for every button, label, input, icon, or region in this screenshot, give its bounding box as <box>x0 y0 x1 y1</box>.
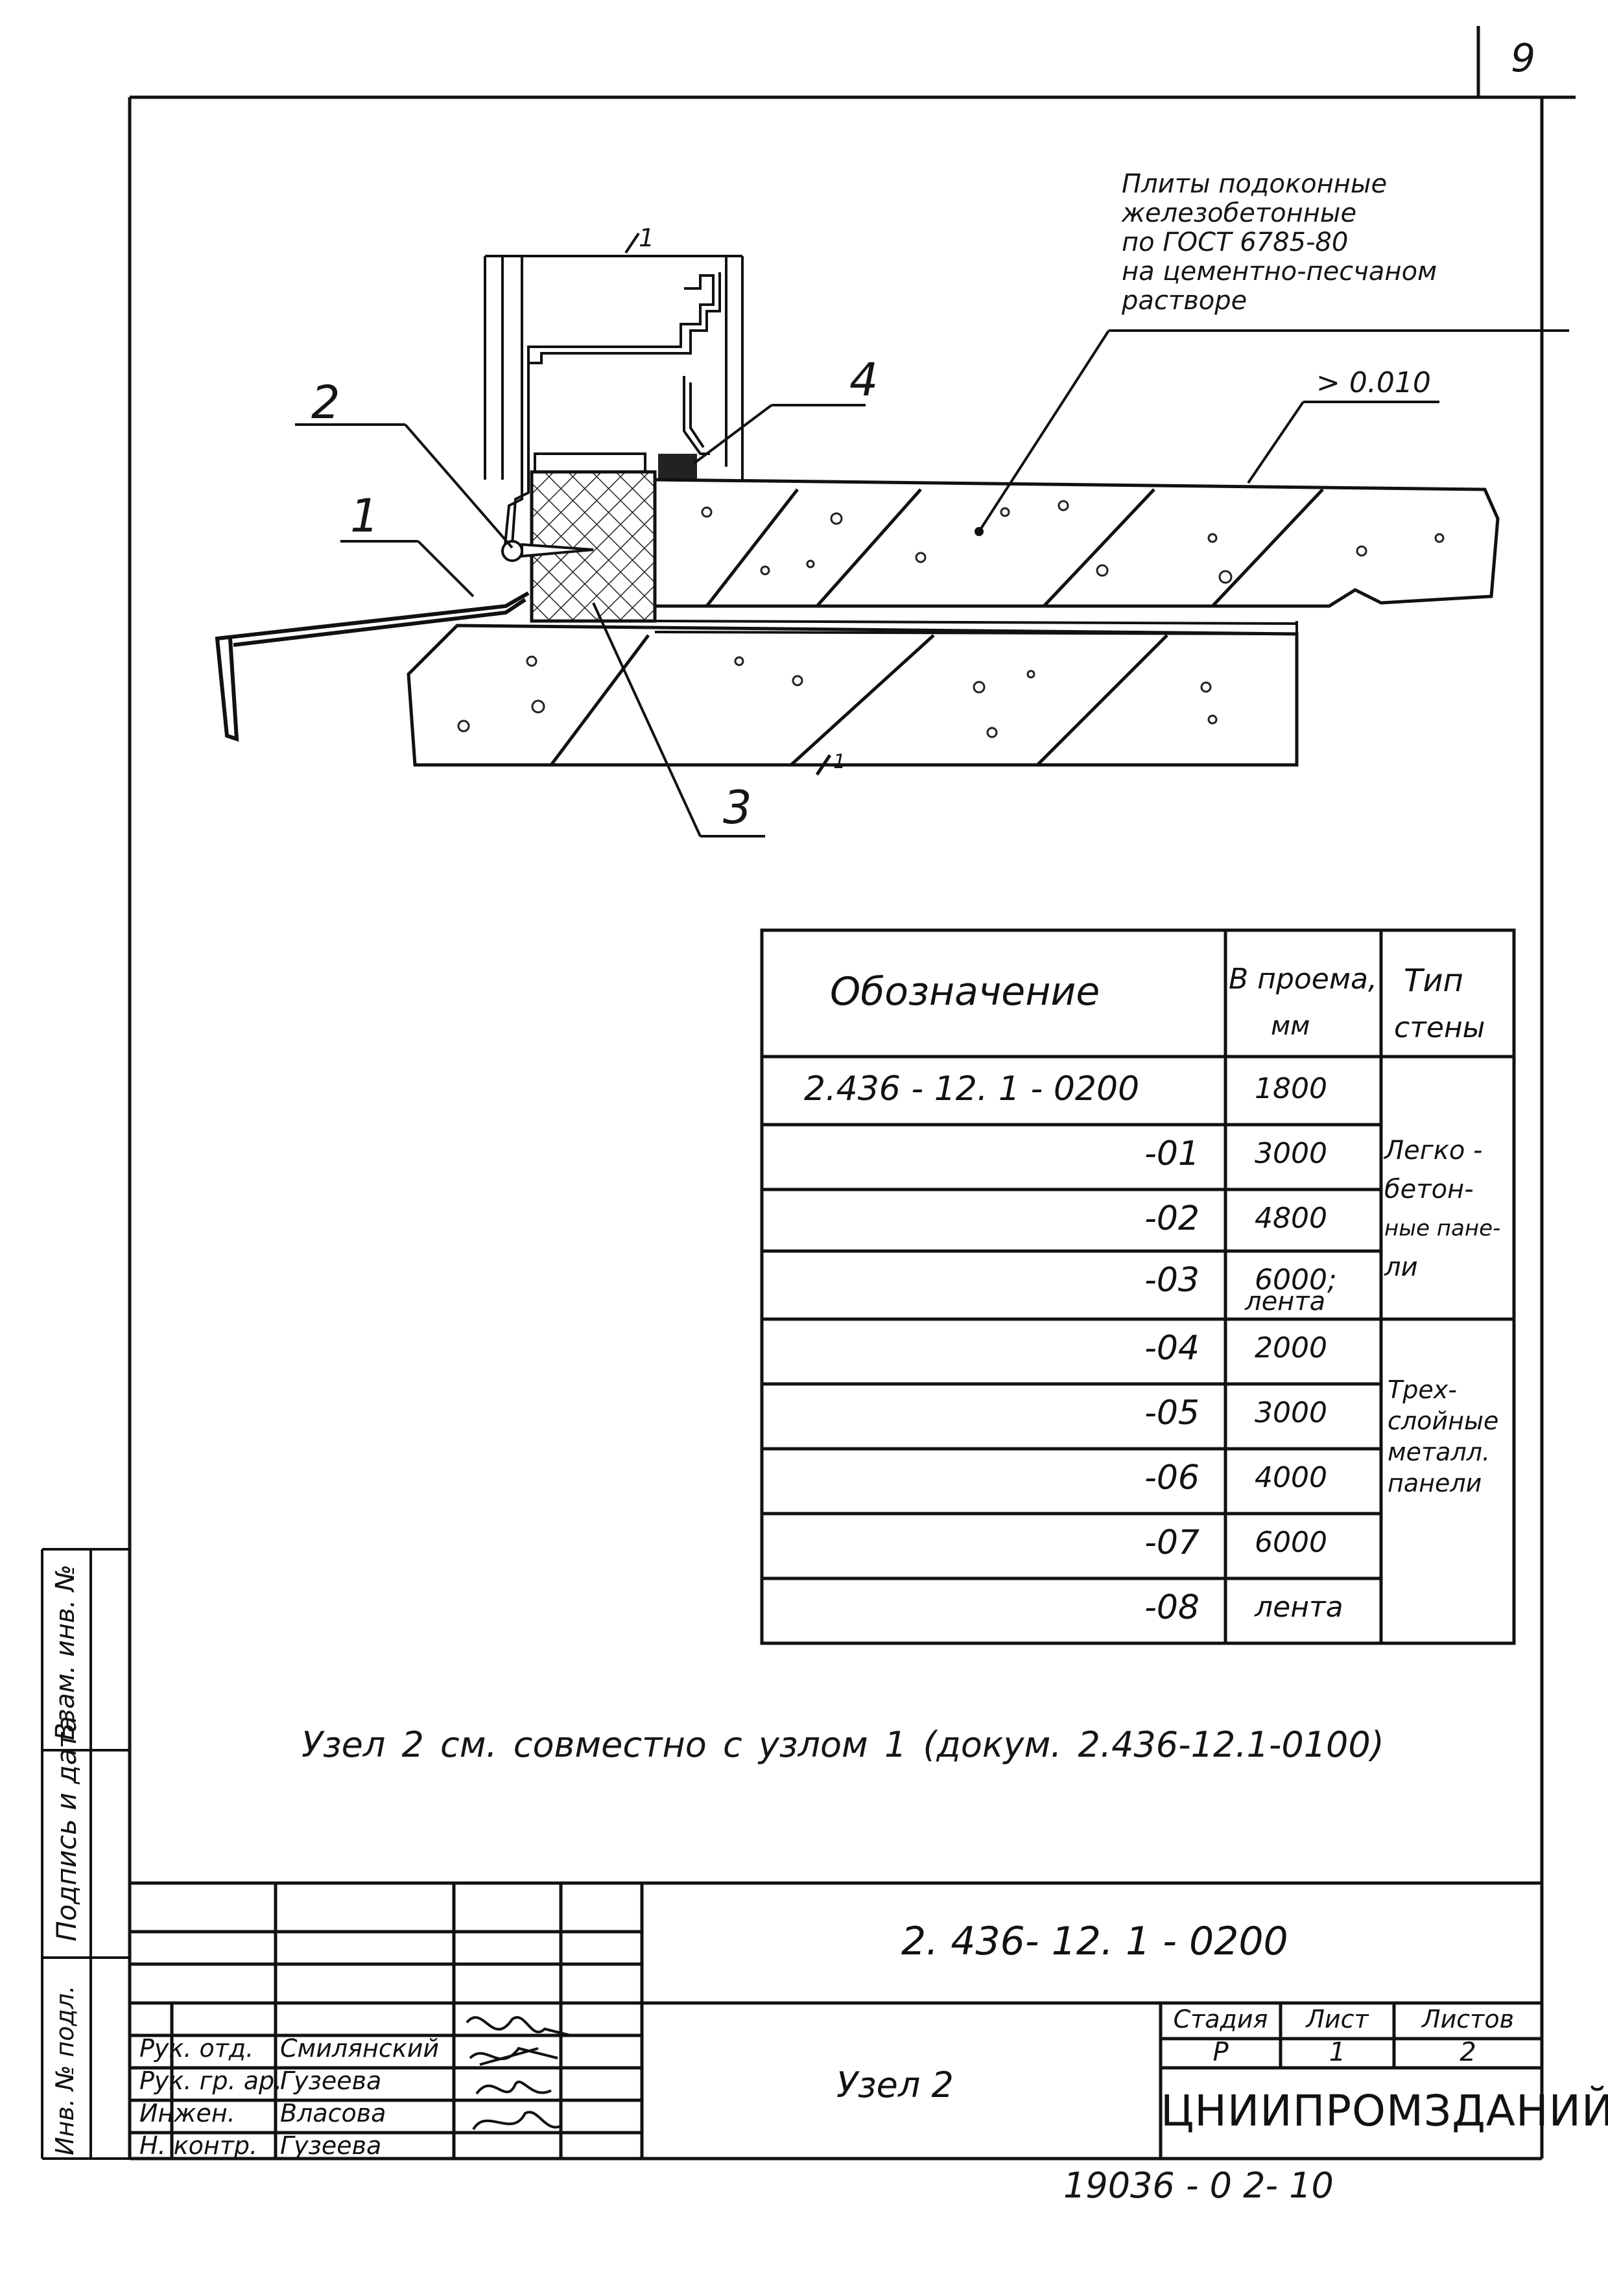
table-row-opening: 4800 <box>1255 1202 1327 1235</box>
sill-plate <box>653 478 1500 621</box>
signatory-role: Н. контр. <box>139 2131 258 2160</box>
document-code: 2. 436- 12. 1 - 0200 <box>901 1919 1288 1964</box>
wall-type-line: ли <box>1384 1252 1418 1282</box>
signatory-role: Инжен. <box>139 2099 235 2127</box>
signatory-name: Смилянский <box>280 2034 440 2063</box>
sheet-value: 1 <box>1329 2037 1346 2067</box>
side-stamp-frame <box>41 1548 130 2160</box>
table-row-opening: 2000 <box>1255 1331 1327 1365</box>
table-row-opening: 3000 <box>1255 1396 1327 1429</box>
table-row-opening-sub: лента <box>1245 1287 1326 1317</box>
sheets-label: Листов <box>1422 2005 1514 2033</box>
wall-type-line: ные пане- <box>1384 1215 1501 1241</box>
side-stamp-signature-date: Подпись и дата <box>51 1716 82 1941</box>
signatory-role: Рук. гр. ар. <box>139 2067 283 2095</box>
drawing-name: Узел 2 <box>836 2065 954 2105</box>
marker-3: 3 <box>723 781 752 834</box>
signatory-name: Гузеева <box>280 2131 382 2160</box>
section-mark-bottom: 1 <box>833 751 846 773</box>
signatory-name: Гузеева <box>280 2067 382 2095</box>
table-row-opening: 6000; <box>1255 1263 1337 1296</box>
table-header-wall-1: Тип <box>1404 963 1463 999</box>
marker-1: 1 <box>350 489 379 543</box>
table-row-designation: -02 <box>1144 1199 1200 1238</box>
sheet-label: Лист <box>1306 2005 1369 2033</box>
marker-4: 4 <box>849 353 879 406</box>
bottom-archive-number: 19036 - 0 2- 10 <box>1063 2165 1334 2206</box>
wall-type-sandwich: Трех- слойные металл. панели <box>1388 1374 1498 1499</box>
signatory-name: Власова <box>280 2099 386 2127</box>
table-row-designation: -01 <box>1144 1134 1200 1173</box>
table-row-opening: лента <box>1255 1591 1343 1624</box>
wall-type-lightweight: Легко - бетон- ные пане- ли <box>1384 1131 1500 1287</box>
signatory-role: Рук. отд. <box>139 2034 254 2063</box>
table-header-wall-2: стены <box>1394 1011 1485 1044</box>
table-row-opening: 1800 <box>1255 1072 1327 1105</box>
marker-2: 2 <box>311 376 340 429</box>
table-header-designation: Обозначение <box>830 969 1100 1014</box>
wall-type-line: Легко - <box>1384 1136 1483 1166</box>
callout-line: растворе <box>1122 286 1247 316</box>
wall-type-line: панели <box>1388 1469 1482 1497</box>
table-header-opening-1: В проема, <box>1229 963 1378 996</box>
side-stamp-inv-podl: Инв. № подл. <box>51 1985 79 2155</box>
table-row-designation: -08 <box>1144 1588 1200 1627</box>
table-row-opening: 3000 <box>1255 1137 1327 1170</box>
table-row-designation: -06 <box>1144 1458 1200 1497</box>
table-row-designation: -05 <box>1144 1394 1200 1433</box>
spec-table-grid <box>760 928 1516 1645</box>
screw <box>501 540 594 562</box>
leader-lines <box>295 329 1569 838</box>
callout-line: на цементно-песчаном <box>1122 257 1437 287</box>
wall-panel <box>407 624 1299 776</box>
wall-type-line: Трех- <box>1388 1376 1457 1404</box>
wall-type-line: металл. <box>1388 1438 1491 1466</box>
section-mark-top: 1 <box>639 224 655 252</box>
stage-value: Р <box>1212 2037 1229 2067</box>
table-header-opening-2: мм <box>1271 1011 1310 1041</box>
stage-label: Стадия <box>1173 2005 1268 2033</box>
organization-name: ЦНИИПРОМЗДАНИЙ <box>1161 2086 1608 2136</box>
table-row-designation: -04 <box>1144 1329 1200 1368</box>
table-row-designation: -03 <box>1144 1261 1200 1300</box>
table-row-designation: 2.436 - 12. 1 - 0200 <box>804 1070 1140 1108</box>
callout-text: Плиты подоконные железобетонные по ГОСТ … <box>1122 170 1437 316</box>
signatures <box>466 2016 571 2131</box>
corner-sheet-number: 9 <box>1511 36 1536 81</box>
table-row-designation: -07 <box>1144 1523 1200 1562</box>
callout-line: железобетонные <box>1122 198 1357 228</box>
table-row-opening: 6000 <box>1255 1526 1327 1559</box>
sheets-value: 2 <box>1460 2037 1476 2067</box>
callout-line: Плиты подоконные <box>1122 169 1388 199</box>
concrete-texture <box>457 500 1445 738</box>
drip-flashing <box>215 591 530 742</box>
note-text: Узел 2 см. совместно с узлом 1 (докум. 2… <box>302 1724 1384 1765</box>
side-stamp-vzam-inv: Взам. инв. № <box>51 1564 80 1740</box>
slope-label: > 0.010 <box>1316 366 1431 399</box>
wall-type-line: бетон- <box>1384 1175 1474 1204</box>
page-frame <box>128 26 1576 2161</box>
callout-line: по ГОСТ 6785-80 <box>1122 228 1349 257</box>
title-block-grid <box>130 1881 1542 2159</box>
wall-type-line: слойные <box>1388 1407 1499 1435</box>
table-row-opening: 4000 <box>1255 1461 1327 1494</box>
